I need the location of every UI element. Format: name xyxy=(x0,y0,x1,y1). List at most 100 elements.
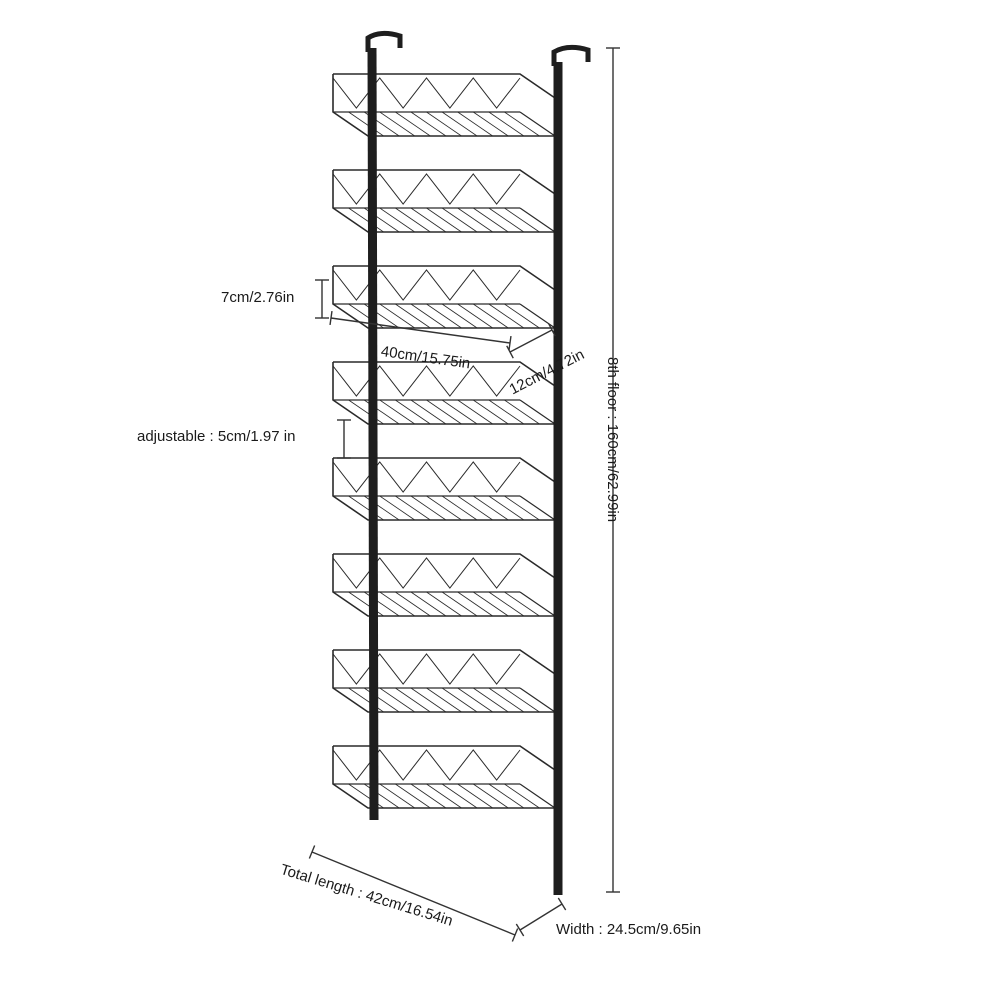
dimension-line xyxy=(509,329,553,353)
floor-wire xyxy=(504,783,540,809)
total-height-dimension xyxy=(606,47,620,893)
floor-wire xyxy=(473,207,509,233)
shelf-width-dimension xyxy=(329,310,512,351)
floor-wire xyxy=(504,303,540,329)
floor-wire xyxy=(488,399,525,425)
dimension-tick xyxy=(515,923,525,937)
floor-wire xyxy=(395,687,431,713)
shelf-outline xyxy=(332,553,556,617)
shelf-zigzag-wire xyxy=(332,557,521,589)
floor-wire xyxy=(504,591,540,617)
floor-wire xyxy=(410,111,447,137)
floor-wire xyxy=(441,783,478,809)
floor-wire xyxy=(395,111,431,137)
shelf-side-bottom xyxy=(519,399,556,425)
shelf-floor-grid xyxy=(348,687,540,713)
floor-wire xyxy=(410,687,447,713)
floor-wire xyxy=(395,399,431,425)
floor-wire xyxy=(457,207,493,233)
floor-wire xyxy=(410,495,447,521)
shelf-zigzag-wire xyxy=(332,173,521,205)
floor-wire xyxy=(457,687,493,713)
width-label: Width : 24.5cm/9.65in xyxy=(556,921,702,938)
floor-wire xyxy=(395,207,431,233)
dimension-tick xyxy=(506,345,514,359)
floor-wire xyxy=(379,783,415,809)
floor-wire xyxy=(410,303,447,329)
shelf-zigzag-wire xyxy=(332,269,521,301)
shelf-floor-grid xyxy=(348,111,540,137)
floor-wire xyxy=(348,591,384,617)
floor-wire xyxy=(348,399,384,425)
shelf-zigzag-wire xyxy=(332,77,521,109)
floor-wire xyxy=(457,495,493,521)
floor-wire xyxy=(504,399,540,425)
floor-wire xyxy=(426,303,462,329)
shelf-depth-dimension xyxy=(506,323,556,359)
floor-wire xyxy=(488,591,525,617)
floor-wire xyxy=(457,111,493,137)
floor-wire xyxy=(348,207,384,233)
floor-wire xyxy=(395,303,431,329)
floor-wire xyxy=(379,687,415,713)
floor-wire xyxy=(488,495,525,521)
dimension-line xyxy=(330,317,511,344)
shelf-zigzag-wire xyxy=(332,749,521,781)
adjustable-spacing-label: adjustable : 5cm/1.97 in xyxy=(137,428,296,445)
floor-wire xyxy=(426,207,462,233)
floor-wire xyxy=(488,111,525,137)
floor-wire xyxy=(488,783,525,809)
floor-wire xyxy=(348,111,384,137)
floor-wire xyxy=(441,303,478,329)
floor-wire xyxy=(457,783,493,809)
floor-wire xyxy=(379,399,415,425)
floor-wire xyxy=(426,783,462,809)
floor-wire xyxy=(348,687,384,713)
dimension-tick xyxy=(508,335,512,351)
floor-wire xyxy=(395,783,431,809)
dimension-tick xyxy=(548,323,556,337)
floor-wire xyxy=(426,591,462,617)
shelf-side-bottom xyxy=(519,783,556,809)
floor-wire xyxy=(457,303,493,329)
floor-wire xyxy=(504,687,540,713)
floor-wire xyxy=(395,495,431,521)
shelf-baskets xyxy=(332,73,556,809)
floor-wire xyxy=(426,111,462,137)
floor-wire xyxy=(348,495,384,521)
floor-wire xyxy=(410,591,447,617)
shelf-side-bottom xyxy=(519,111,556,137)
shelf-floor-grid xyxy=(348,399,540,425)
shelf-outline xyxy=(332,745,556,809)
dimension-tick xyxy=(511,928,519,942)
shelf-side-bottom xyxy=(519,495,556,521)
floor-wire xyxy=(379,111,415,137)
floor-wire xyxy=(473,687,509,713)
shelf-outline xyxy=(332,265,556,329)
floor-wire xyxy=(426,495,462,521)
dimension-tick xyxy=(329,310,333,326)
shelf-basket xyxy=(332,745,556,809)
width-dimension xyxy=(515,897,567,937)
total-height-label: 8th floor : 160cm/62.99in xyxy=(604,357,621,523)
floor-wire xyxy=(457,399,493,425)
dimension-line xyxy=(311,851,516,936)
floor-wire xyxy=(488,303,525,329)
floor-wire xyxy=(473,303,509,329)
shelf-floor-grid xyxy=(348,207,540,233)
shelf-basket xyxy=(332,457,556,521)
shelf-outline xyxy=(332,457,556,521)
floor-wire xyxy=(488,207,525,233)
shelf-side-bottom xyxy=(519,687,556,713)
floor-wire xyxy=(473,399,509,425)
floor-wire xyxy=(410,783,447,809)
shelf-height-label: 7cm/2.76in xyxy=(221,289,295,306)
total-length-dimension xyxy=(308,845,519,942)
left-post xyxy=(367,47,379,821)
floor-wire xyxy=(473,495,509,521)
floor-wire xyxy=(441,687,478,713)
dimension-tick xyxy=(308,845,316,859)
floor-wire xyxy=(379,495,415,521)
